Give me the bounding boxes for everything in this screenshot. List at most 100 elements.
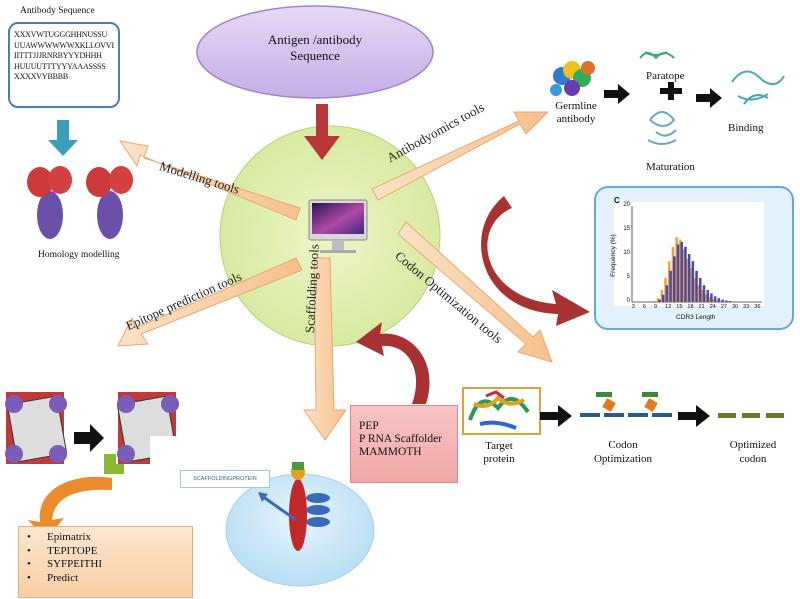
histogram-bar bbox=[719, 301, 723, 302]
histogram-bar bbox=[686, 258, 690, 302]
histogram-bar bbox=[676, 244, 680, 302]
histogram-bar bbox=[661, 294, 665, 302]
histogram-bar bbox=[656, 298, 660, 302]
sequence-line: IITTTJJJRNRBYYYDHHH bbox=[14, 51, 102, 60]
down-arrow-red bbox=[304, 104, 340, 160]
histogram-bar bbox=[708, 297, 712, 302]
histogram-panel bbox=[614, 202, 764, 306]
histogram-y-tick: 20 bbox=[623, 202, 630, 208]
binding-icon bbox=[731, 70, 785, 105]
histogram-bar bbox=[682, 249, 686, 302]
paratope-label: Paratope bbox=[646, 70, 685, 82]
paratope-icon bbox=[639, 51, 675, 60]
histogram-bar bbox=[710, 293, 713, 302]
antigen-line-2: Sequence bbox=[290, 48, 340, 63]
pipeline-arrow-1 bbox=[604, 84, 630, 104]
histogram-bar bbox=[712, 299, 716, 302]
scaffold-item: PEP bbox=[359, 420, 379, 432]
histogram-bar bbox=[664, 278, 667, 302]
codon-sequence-line bbox=[580, 392, 672, 417]
histogram-panel-letter: C bbox=[614, 196, 620, 205]
optimized-codon-line bbox=[718, 413, 784, 418]
target-protein-label: Target protein bbox=[474, 440, 524, 466]
antibody-model-1 bbox=[27, 166, 72, 239]
codon-arrow-2 bbox=[678, 405, 710, 427]
histogram-bar bbox=[716, 300, 719, 302]
scaffold-tools-box: PEP P RNA Scaffolder MAMMOTH bbox=[350, 405, 458, 483]
histogram-bar bbox=[684, 246, 687, 302]
epitope-orange-curve bbox=[28, 476, 112, 540]
scaffold-item: MAMMOTH bbox=[359, 446, 422, 458]
codon-arrow bbox=[397, 221, 553, 363]
target-line-2: protein bbox=[483, 453, 515, 465]
histogram-x-tick: 3 bbox=[631, 304, 635, 310]
histogram-bar bbox=[702, 285, 706, 302]
epitope-complex-2 bbox=[116, 392, 186, 476]
histogram-bar bbox=[680, 242, 683, 302]
plus-icon bbox=[660, 82, 682, 100]
sequence-line: XXXXVYBBBB bbox=[14, 72, 69, 81]
histogram-bar bbox=[699, 278, 702, 302]
histogram-bar bbox=[695, 270, 698, 302]
histogram-bar bbox=[725, 300, 728, 302]
codon-arrow-1 bbox=[540, 405, 572, 427]
scaffolding-protein-icon bbox=[258, 462, 330, 551]
epitope-arrow-black bbox=[74, 424, 104, 452]
optimized-line-2: codon bbox=[739, 453, 767, 465]
antibody-sequence-box: XXXVWTUGGGHHNUSSU UUAWWWWWWXKLLOVVI IITT… bbox=[8, 22, 120, 108]
histogram-bar bbox=[669, 270, 672, 302]
antibodyomics-arrow bbox=[371, 111, 550, 201]
antigen-sequence-ellipse bbox=[196, 5, 434, 99]
histogram-bar bbox=[673, 256, 676, 302]
codon-line-2: Optimization bbox=[593, 453, 653, 465]
histogram-bar bbox=[675, 237, 678, 302]
scaffolding-arrow bbox=[303, 257, 347, 441]
curved-arrow-scaffold bbox=[356, 322, 430, 404]
histogram-ylabel: Frequency (%) bbox=[609, 234, 617, 277]
histogram-bar bbox=[713, 296, 717, 302]
epitope-tools-box: Epimatrix TEPITOPE SYFPEITHI Predict bbox=[18, 526, 193, 598]
curved-arrow-to-chart bbox=[481, 196, 590, 326]
histogram-bar bbox=[687, 254, 691, 302]
histogram-bar bbox=[671, 246, 675, 302]
histogram-bar bbox=[717, 298, 721, 302]
optimized-line-1: Optimized bbox=[729, 439, 777, 451]
histogram-xlabel: CDR3 Length bbox=[676, 314, 716, 321]
germline-antibody-label: Germline antibody bbox=[555, 100, 597, 125]
histogram-x-tick: 12 bbox=[665, 304, 672, 310]
histogram-bar bbox=[667, 261, 671, 302]
histogram-bar bbox=[721, 299, 724, 302]
histogram-bar bbox=[701, 290, 704, 302]
histogram-y-tick: 15 bbox=[623, 226, 630, 232]
maturation-label: Maturation bbox=[646, 161, 695, 173]
histogram-bar bbox=[665, 285, 669, 302]
target-line-1: Target bbox=[485, 440, 513, 452]
histogram-bar bbox=[697, 285, 701, 302]
histogram-x-tick: 6 bbox=[642, 304, 646, 310]
epitope-green-marker bbox=[104, 454, 124, 474]
histogram-x-tick: 30 bbox=[732, 304, 739, 310]
scaffolding-protein-label: SCAFFOLDINGPROTEIN bbox=[180, 470, 270, 488]
epitope-tool-item: SYFPEITHI bbox=[27, 558, 186, 572]
histogram-bar bbox=[690, 268, 693, 302]
homology-modelling-label: Homology modelling bbox=[38, 250, 120, 260]
histogram-x-tick: 27 bbox=[720, 304, 727, 310]
histogram-y-tick: 10 bbox=[623, 250, 630, 256]
epitope-arrow bbox=[117, 257, 303, 347]
histogram-bars bbox=[653, 237, 735, 302]
tool-arrows bbox=[117, 111, 553, 441]
optimized-codon-label: Optimized codon bbox=[718, 438, 788, 466]
scaffold-item: P RNA Scaffolder bbox=[359, 433, 443, 445]
histogram-x-tick: 9 bbox=[654, 304, 658, 310]
binding-label: Binding bbox=[728, 122, 764, 134]
codon-line-1: Codon bbox=[608, 439, 638, 451]
histogram-y-tick: 0 bbox=[626, 298, 630, 304]
antigen-line-1: Antigen /antibody bbox=[267, 32, 363, 47]
sequence-line: HUUUUTTTYYYAAASSSS bbox=[14, 61, 106, 71]
antibody-model-2 bbox=[86, 166, 133, 239]
histogram-x-tick: 21 bbox=[698, 304, 705, 310]
epitope-tool-item: Epimatrix bbox=[27, 531, 186, 545]
homology-down-arrow bbox=[48, 120, 78, 156]
histogram-x-tick: 24 bbox=[709, 304, 716, 310]
